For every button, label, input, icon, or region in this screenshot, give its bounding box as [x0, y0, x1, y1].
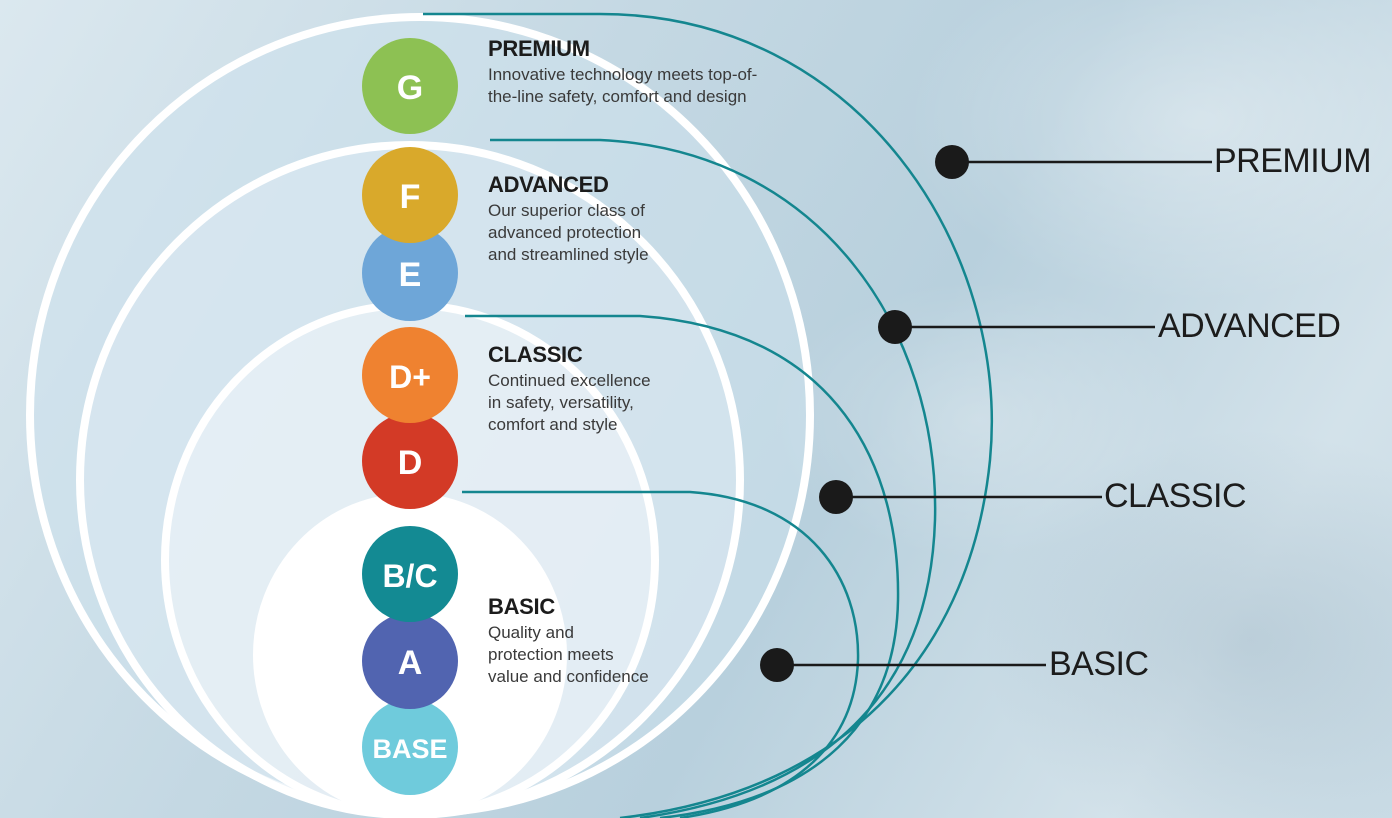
desc-advanced-line-2: advanced protection — [488, 223, 642, 242]
heading-advanced: ADVANCED — [488, 172, 609, 197]
badge-f: F — [362, 147, 458, 243]
badge-a: A — [362, 613, 458, 709]
badges: G E F D D+ BASE A B/C — [362, 38, 458, 795]
heading-premium: PREMIUM — [488, 36, 590, 61]
arc-basic — [462, 490, 860, 818]
desc-basic-line-3: value and confidence — [488, 667, 649, 686]
desc-premium-line-1: Innovative technology meets top-of- — [488, 65, 758, 84]
badge-d-plus: D+ — [362, 327, 458, 423]
desc-classic-line-2: in safety, versatility, — [488, 393, 634, 412]
arc-classic — [465, 314, 900, 818]
svg-text:D: D — [398, 444, 423, 482]
badge-g: G — [362, 38, 458, 134]
desc-classic-line-1: Continued excellence — [488, 371, 651, 390]
callout-advanced: ADVANCED — [1158, 307, 1341, 345]
badge-e: E — [362, 225, 458, 321]
desc-classic-line-3: comfort and style — [488, 415, 618, 434]
desc-basic-line-2: protection meets — [488, 645, 614, 664]
callout-basic: BASIC — [1049, 645, 1149, 683]
svg-text:E: E — [399, 256, 422, 294]
badge-base: BASE — [362, 699, 458, 795]
svg-text:D+: D+ — [389, 359, 431, 395]
heading-classic: CLASSIC — [488, 342, 583, 367]
heading-basic: BASIC — [488, 594, 555, 619]
desc-basic: BASIC Quality and protection meets value… — [488, 594, 748, 688]
desc-basic-line-1: Quality and — [488, 623, 574, 642]
desc-advanced: ADVANCED Our superior class of advanced … — [488, 172, 748, 266]
svg-text:B/C: B/C — [382, 558, 437, 594]
svg-text:F: F — [400, 178, 421, 216]
desc-premium: PREMIUM Innovative technology meets top-… — [488, 36, 868, 108]
desc-advanced-line-1: Our superior class of — [488, 201, 645, 220]
svg-text:G: G — [397, 69, 423, 107]
badge-d: D — [362, 413, 458, 509]
desc-premium-line-2: the-line safety, comfort and design — [488, 87, 747, 106]
desc-advanced-line-3: and streamlined style — [488, 245, 649, 264]
desc-classic: CLASSIC Continued excellence in safety, … — [488, 342, 748, 436]
svg-text:A: A — [398, 644, 423, 682]
callouts — [760, 145, 1212, 682]
callout-premium: PREMIUM — [1214, 142, 1372, 180]
svg-text:BASE: BASE — [372, 734, 447, 764]
callout-classic: CLASSIC — [1104, 477, 1247, 515]
badge-b-c: B/C — [362, 526, 458, 622]
